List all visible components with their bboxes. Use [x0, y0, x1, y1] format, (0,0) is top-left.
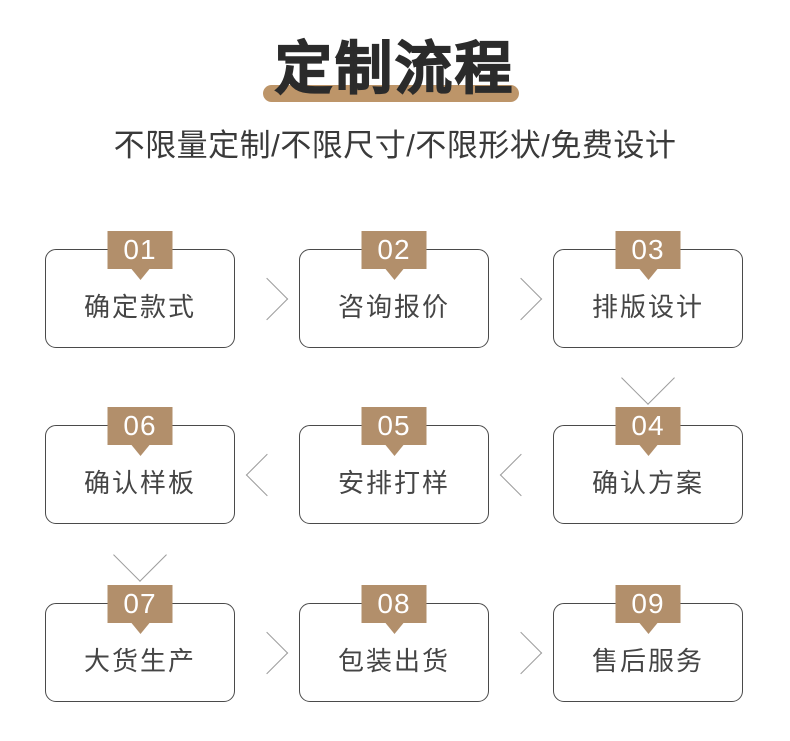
step-card-02: 咨询报价 02	[299, 231, 489, 348]
step-card-04: 确认方案 04	[553, 407, 743, 524]
step-number-02: 02	[377, 234, 411, 265]
step-label-07: 大货生产	[83, 646, 196, 676]
step-number-04: 04	[631, 410, 665, 441]
step-card-01: 确定款式 01	[45, 231, 235, 348]
chevron-left-icon	[245, 453, 289, 496]
chevron-right-icon	[245, 631, 289, 674]
step-number-03: 03	[631, 234, 665, 265]
step-number-badge-08: 08	[361, 585, 427, 623]
step-number-badge-09: 09	[615, 585, 681, 623]
step-number-badge-02: 02	[361, 231, 427, 269]
step-label-04: 确认方案	[591, 468, 704, 498]
step-card-05: 安排打样 05	[299, 407, 489, 524]
step-number-badge-04: 04	[615, 407, 681, 445]
connector-7-8	[235, 585, 299, 702]
step-number-08: 08	[377, 588, 411, 619]
step-number-05: 05	[377, 410, 411, 441]
step-number-badge-06: 06	[107, 407, 173, 445]
step-number-07: 07	[123, 588, 157, 619]
chevron-down-icon	[621, 350, 675, 405]
step-label-05: 安排打样	[337, 468, 450, 498]
page-title: 定制流程	[0, 36, 790, 102]
step-card-08: 包装出货 08	[299, 585, 489, 702]
step-number-badge-03: 03	[615, 231, 681, 269]
chevron-right-icon	[245, 277, 289, 320]
title-inner: 定制流程	[263, 36, 519, 102]
step-number-01: 01	[123, 234, 157, 265]
connector-8-9	[489, 585, 553, 702]
connector-6-7	[45, 524, 235, 585]
step-number-badge-07: 07	[107, 585, 173, 623]
step-number-06: 06	[123, 410, 157, 441]
chevron-left-icon	[499, 453, 543, 496]
chevron-right-icon	[499, 631, 543, 674]
step-card-07: 大货生产 07	[45, 585, 235, 702]
step-number-badge-05: 05	[361, 407, 427, 445]
process-flow-grid: 确定款式 01 咨询报价 02 排版设计 03	[45, 231, 743, 702]
step-number-09: 09	[631, 588, 665, 619]
connector-1-2	[235, 231, 299, 348]
connector-3-4	[553, 348, 743, 407]
step-label-08: 包装出货	[337, 646, 450, 676]
step-card-09: 售后服务 09	[553, 585, 743, 702]
title-underline-bar	[263, 85, 519, 102]
connector-4-5	[489, 407, 553, 524]
step-label-02: 咨询报价	[337, 292, 450, 322]
step-card-06: 确认样板 06	[45, 407, 235, 524]
title-text: 定制流程	[274, 36, 515, 102]
step-box-01: 确定款式	[45, 249, 235, 348]
subtitle-text: 不限量定制/不限尺寸/不限形状/免费设计	[113, 128, 677, 163]
step-label-09: 售后服务	[591, 646, 704, 676]
step-number-badge-01: 01	[107, 231, 173, 269]
connector-5-6	[235, 407, 299, 524]
step-label-06: 确认样板	[83, 468, 196, 498]
chevron-right-icon	[499, 277, 543, 320]
connector-2-3	[489, 231, 553, 348]
step-label-03: 排版设计	[591, 292, 704, 322]
chevron-down-icon	[113, 527, 167, 582]
step-label-01: 确定款式	[83, 292, 196, 322]
step-card-03: 排版设计 03	[553, 231, 743, 348]
